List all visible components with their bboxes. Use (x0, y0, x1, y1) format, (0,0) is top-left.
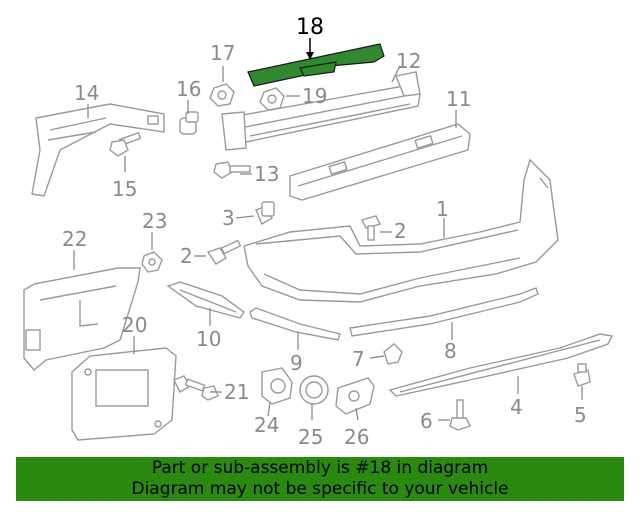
leader-7 (369, 355, 385, 359)
part-25[interactable] (299, 375, 329, 405)
label-19[interactable]: 19 (302, 84, 327, 108)
label-21[interactable]: 21 (224, 380, 249, 404)
label-24[interactable]: 24 (254, 413, 279, 437)
part-21[interactable] (173, 375, 219, 401)
label-22[interactable]: 22 (62, 227, 87, 251)
leader-26 (355, 407, 359, 421)
part-1[interactable] (243, 158, 559, 303)
label-3[interactable]: 3 (222, 206, 235, 230)
part-23[interactable] (141, 251, 163, 273)
label-7[interactable]: 7 (352, 347, 365, 371)
part-18-highlighted[interactable] (247, 43, 385, 87)
part-6[interactable] (449, 399, 471, 431)
label-5[interactable]: 5 (574, 403, 587, 427)
label-18[interactable]: 18 (296, 15, 324, 40)
part-4[interactable] (388, 333, 614, 397)
label-12[interactable]: 12 (396, 49, 421, 73)
label-26[interactable]: 26 (344, 425, 369, 449)
label-23[interactable]: 23 (142, 209, 167, 233)
label-25[interactable]: 25 (298, 425, 323, 449)
leader-24 (267, 401, 271, 417)
part-9[interactable] (249, 307, 341, 341)
info-banner: Part or sub-assembly is #18 in diagram D… (16, 457, 624, 501)
label-14[interactable]: 14 (74, 81, 99, 105)
part-22[interactable] (23, 267, 141, 371)
banner-line-2: Diagram may not be specific to your vehi… (131, 479, 509, 499)
part-2b[interactable] (206, 239, 242, 265)
part-24[interactable] (261, 367, 293, 405)
leader-arrow-18 (306, 52, 314, 60)
part-13[interactable] (213, 161, 251, 179)
label-4[interactable]: 4 (510, 395, 523, 419)
label-8[interactable]: 8 (444, 339, 457, 363)
part-26[interactable] (335, 377, 375, 415)
part-19[interactable] (259, 87, 285, 111)
label-16[interactable]: 16 (176, 77, 201, 101)
part-12[interactable] (221, 71, 421, 151)
label-2b[interactable]: 2 (180, 244, 193, 268)
part-16[interactable] (179, 111, 199, 135)
part-14[interactable] (31, 103, 165, 197)
leader-12 (391, 65, 401, 83)
part-17[interactable] (209, 83, 235, 107)
label-20[interactable]: 20 (122, 313, 147, 337)
label-9[interactable]: 9 (290, 351, 303, 375)
part-7[interactable] (383, 343, 403, 365)
label-17[interactable]: 17 (210, 41, 235, 65)
part-11[interactable] (289, 123, 471, 201)
label-11[interactable]: 11 (446, 87, 471, 111)
banner-line-1: Part or sub-assembly is #18 in diagram (151, 458, 489, 478)
part-10[interactable] (166, 281, 245, 319)
label-1[interactable]: 1 (436, 197, 449, 221)
part-3[interactable] (255, 201, 275, 226)
label-15[interactable]: 15 (112, 177, 137, 201)
label-6[interactable]: 6 (420, 409, 433, 433)
part-20[interactable] (71, 347, 177, 441)
label-2a[interactable]: 2 (394, 219, 407, 243)
part-8[interactable] (349, 287, 539, 337)
label-13[interactable]: 13 (254, 162, 279, 186)
part-5[interactable] (573, 363, 591, 387)
label-10[interactable]: 10 (196, 327, 221, 351)
leader-3 (235, 215, 255, 219)
part-15[interactable] (109, 131, 142, 157)
part-2a[interactable] (360, 215, 382, 241)
